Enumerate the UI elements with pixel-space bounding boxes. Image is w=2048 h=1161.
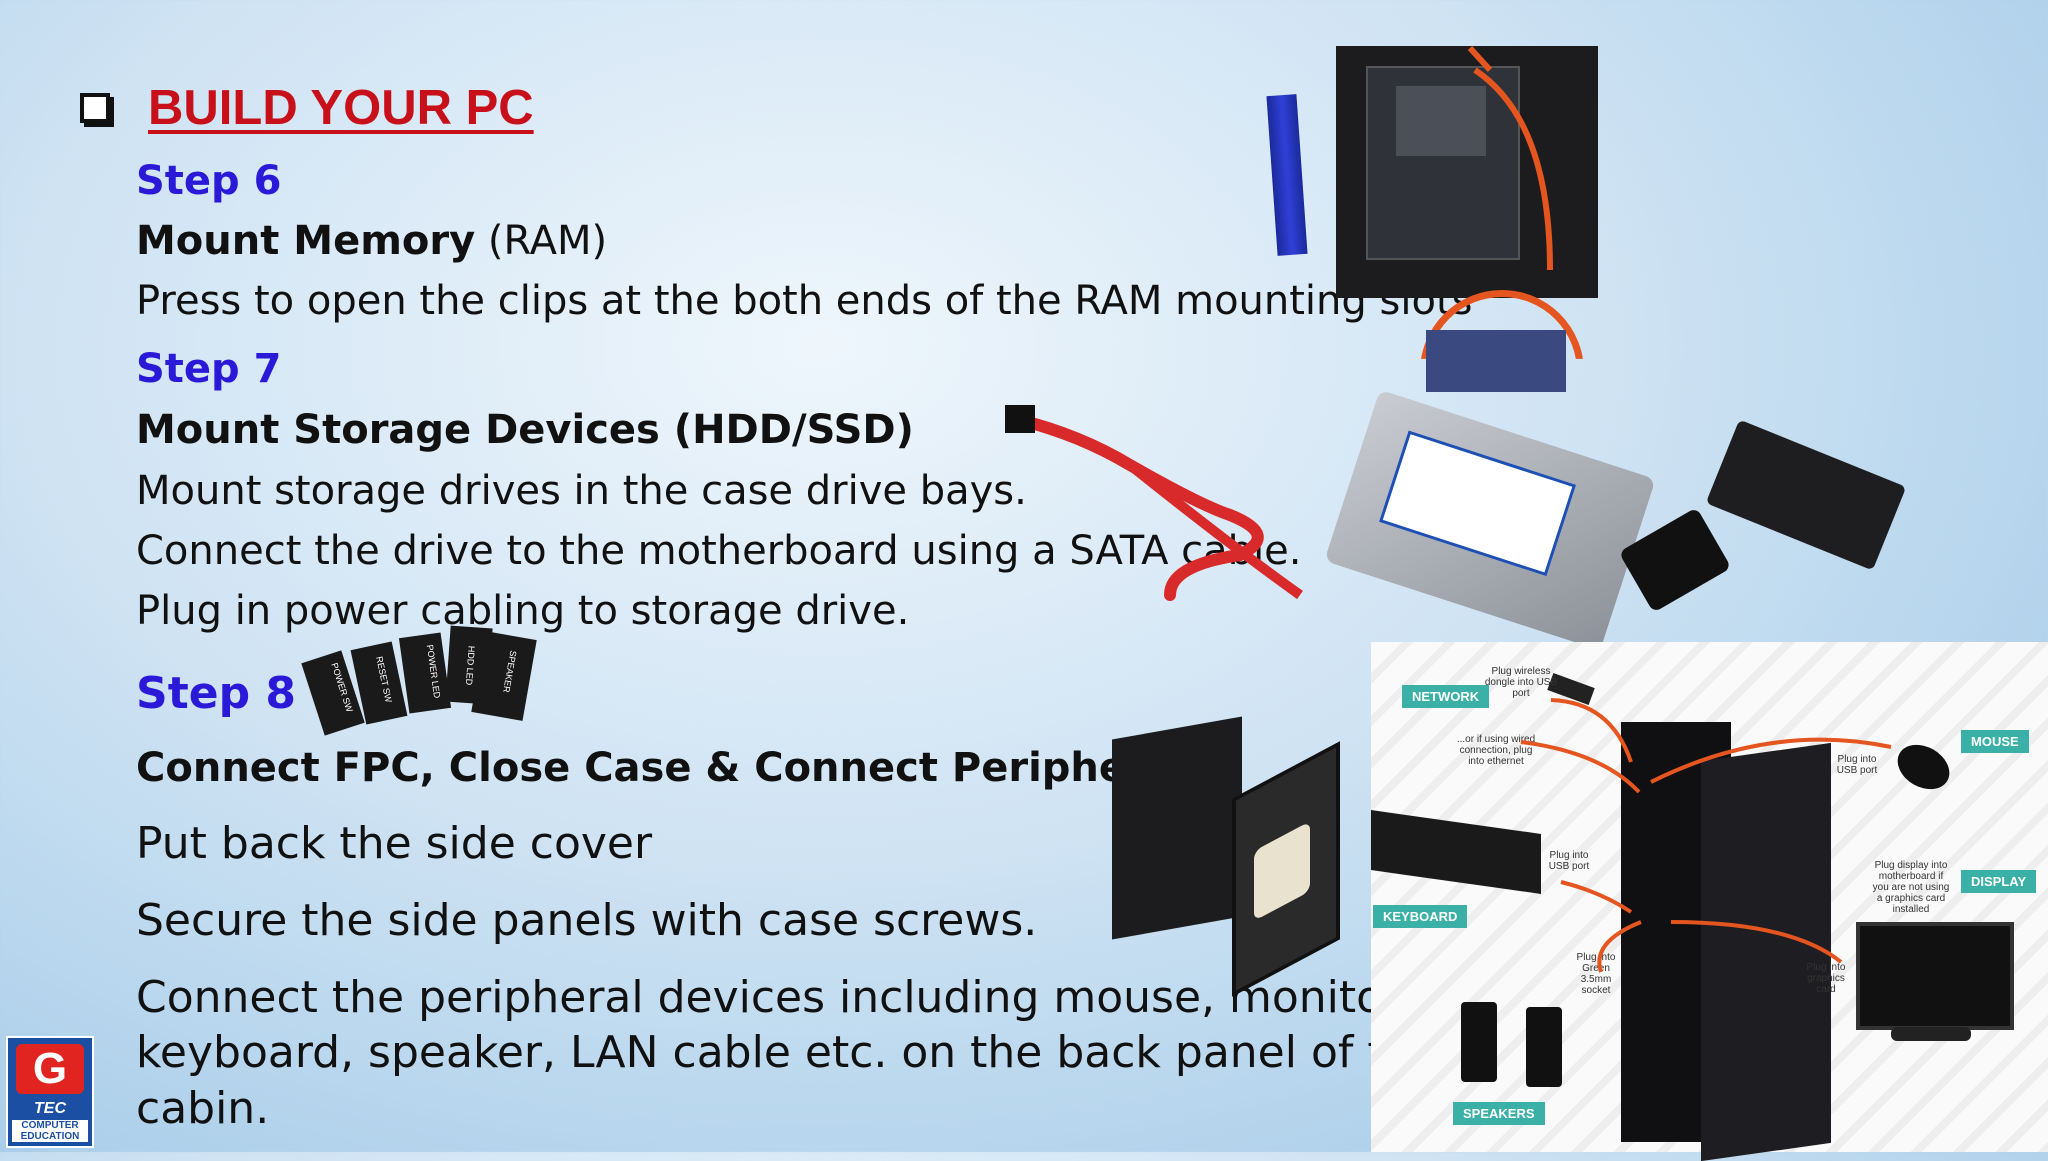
side-cover-image (1232, 741, 1340, 997)
pc-case-image (1112, 716, 1242, 940)
open-pc-case-image (1336, 46, 1598, 298)
ram-slot-closeup-image (1426, 330, 1566, 392)
speakers-tag: SPEAKERS (1453, 1102, 1545, 1125)
display-tag: DISPLAY (1961, 870, 2037, 893)
diagram-note: Plug wireless dongle into USB port (1484, 666, 1558, 699)
sata-cable-image (1005, 405, 1303, 601)
gtec-logo: G TEC COMPUTER EDUCATION (6, 1036, 94, 1148)
logo-line-2: COMPUTER EDUCATION (12, 1120, 88, 1142)
network-tag: NETWORK (1402, 685, 1490, 708)
step-8-line: keyboard, speaker, LAN cable etc. on the… (136, 1027, 1440, 1078)
step-8-heading: Connect FPC, Close Case & Connect Periph… (136, 745, 1211, 791)
diagram-note: Plug display into motherboard if you are… (1872, 860, 1950, 915)
step-7-line: Connect the drive to the motherboard usi… (136, 528, 1302, 574)
step-7-line: Mount storage drives in the case drive b… (136, 468, 1027, 514)
connection-arrows-icon (1520, 698, 1892, 973)
mouse-tag: MOUSE (1961, 730, 2029, 753)
step-8-line: Connect the peripheral devices including… (136, 972, 1416, 1023)
slide-title: BUILD YOUR PC (148, 81, 534, 135)
diagram-note: Plug into Green 3.5mm socket (1576, 952, 1616, 996)
checkbox-bullet-icon (80, 93, 110, 123)
peripheral-diagram: NETWORK MOUSE DISPLAY KEYBOARD SPEAKERS … (1371, 642, 2048, 1161)
hdd-image (1324, 389, 1656, 651)
fpc-connectors-image (300, 615, 540, 745)
ram-install-arrow-icon (1467, 45, 1553, 271)
speaker-left-image (1461, 1002, 1497, 1082)
step-8-line: cabin. (136, 1083, 270, 1134)
keyboard-tag: KEYBOARD (1373, 905, 1468, 928)
logo-letter: G (16, 1044, 84, 1094)
speaker-right-image (1526, 1007, 1562, 1087)
ram-stick-image (1266, 94, 1308, 256)
diagram-note: ...or if using wired connection, plug in… (1456, 734, 1536, 767)
step-6-heading-rest: (RAM) (475, 218, 608, 264)
step-6-label: Step 6 (136, 158, 282, 204)
diagram-note: Plug into graphics card (1806, 962, 1846, 995)
step-8-line: Secure the side panels with case screws. (136, 895, 1038, 946)
step-6-heading: Mount Memory (RAM) (136, 218, 607, 264)
step-7-line: Plug in power cabling to storage drive. (136, 588, 910, 634)
step-7-label: Step 7 (136, 346, 282, 392)
slide-header: BUILD YOUR PC (80, 80, 534, 136)
step-8-line: Put back the side cover (136, 818, 653, 869)
step-6-heading-bold: Mount Memory (136, 218, 476, 264)
step-7-heading: Mount Storage Devices (HDD/SSD) (136, 407, 914, 453)
step-8-label: Step 8 (136, 668, 296, 719)
logo-line-1: TEC (34, 1100, 66, 1117)
step-6-text: Press to open the clips at the both ends… (136, 278, 1473, 324)
diagram-note: Plug into USB port (1548, 850, 1590, 872)
ssd-image (1705, 419, 1907, 571)
diagram-note: Plug into USB port (1836, 754, 1878, 776)
